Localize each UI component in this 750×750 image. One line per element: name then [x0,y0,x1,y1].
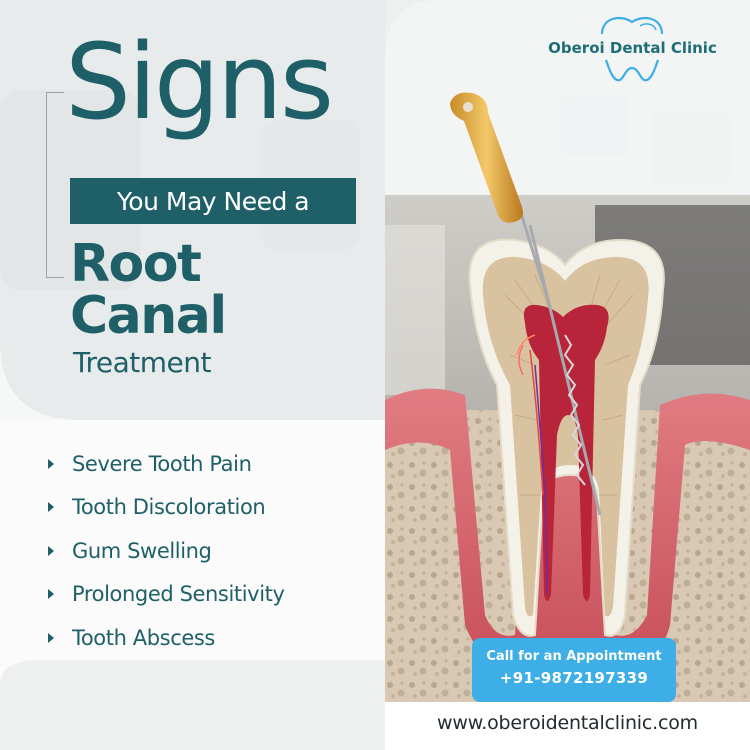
appointment-button[interactable]: Call for an Appointment +91-9872197339 [472,638,676,702]
list-item-label: Gum Swelling [72,538,212,563]
bullet-arrow-icon [48,458,54,469]
list-item: Gum Swelling [48,529,285,573]
headline-signs: Signs [65,21,334,143]
list-item-label: Tooth Discoloration [72,495,266,520]
list-item: Tooth Abscess [48,616,285,660]
headline-treatment: Treatment [73,346,211,379]
list-item-label: Tooth Abscess [72,625,215,650]
appointment-label: Call for an Appointment [486,649,662,664]
list-item: Prolonged Sensitivity [48,573,285,617]
list-item-label: Prolonged Sensitivity [72,582,285,607]
clinic-logo[interactable]: Oberoi Dental Clinic [540,12,725,84]
website-link[interactable]: www.oberoidentalclinic.com [437,712,698,734]
headline-root: Root [70,234,202,294]
headline-bracket [46,92,64,278]
bullet-arrow-icon [48,589,54,600]
bullet-arrow-icon [48,502,54,513]
bullet-arrow-icon [48,545,54,556]
clinic-name: Oberoi Dental Clinic [548,39,717,57]
headline-canal: Canal [70,286,227,346]
list-item-label: Severe Tooth Pain [72,451,252,476]
list-item: Tooth Discoloration [48,486,285,530]
headline-banner: You May Need a [70,178,356,224]
tooth-outline-icon [600,16,664,82]
footer-bar [385,702,750,750]
signs-list: Severe Tooth Pain Tooth Discoloration Gu… [48,442,285,660]
bullet-arrow-icon [48,632,54,643]
list-item: Severe Tooth Pain [48,442,285,486]
phone-number: +91-9872197339 [499,669,649,687]
endodontic-file-handle-icon [450,92,550,300]
